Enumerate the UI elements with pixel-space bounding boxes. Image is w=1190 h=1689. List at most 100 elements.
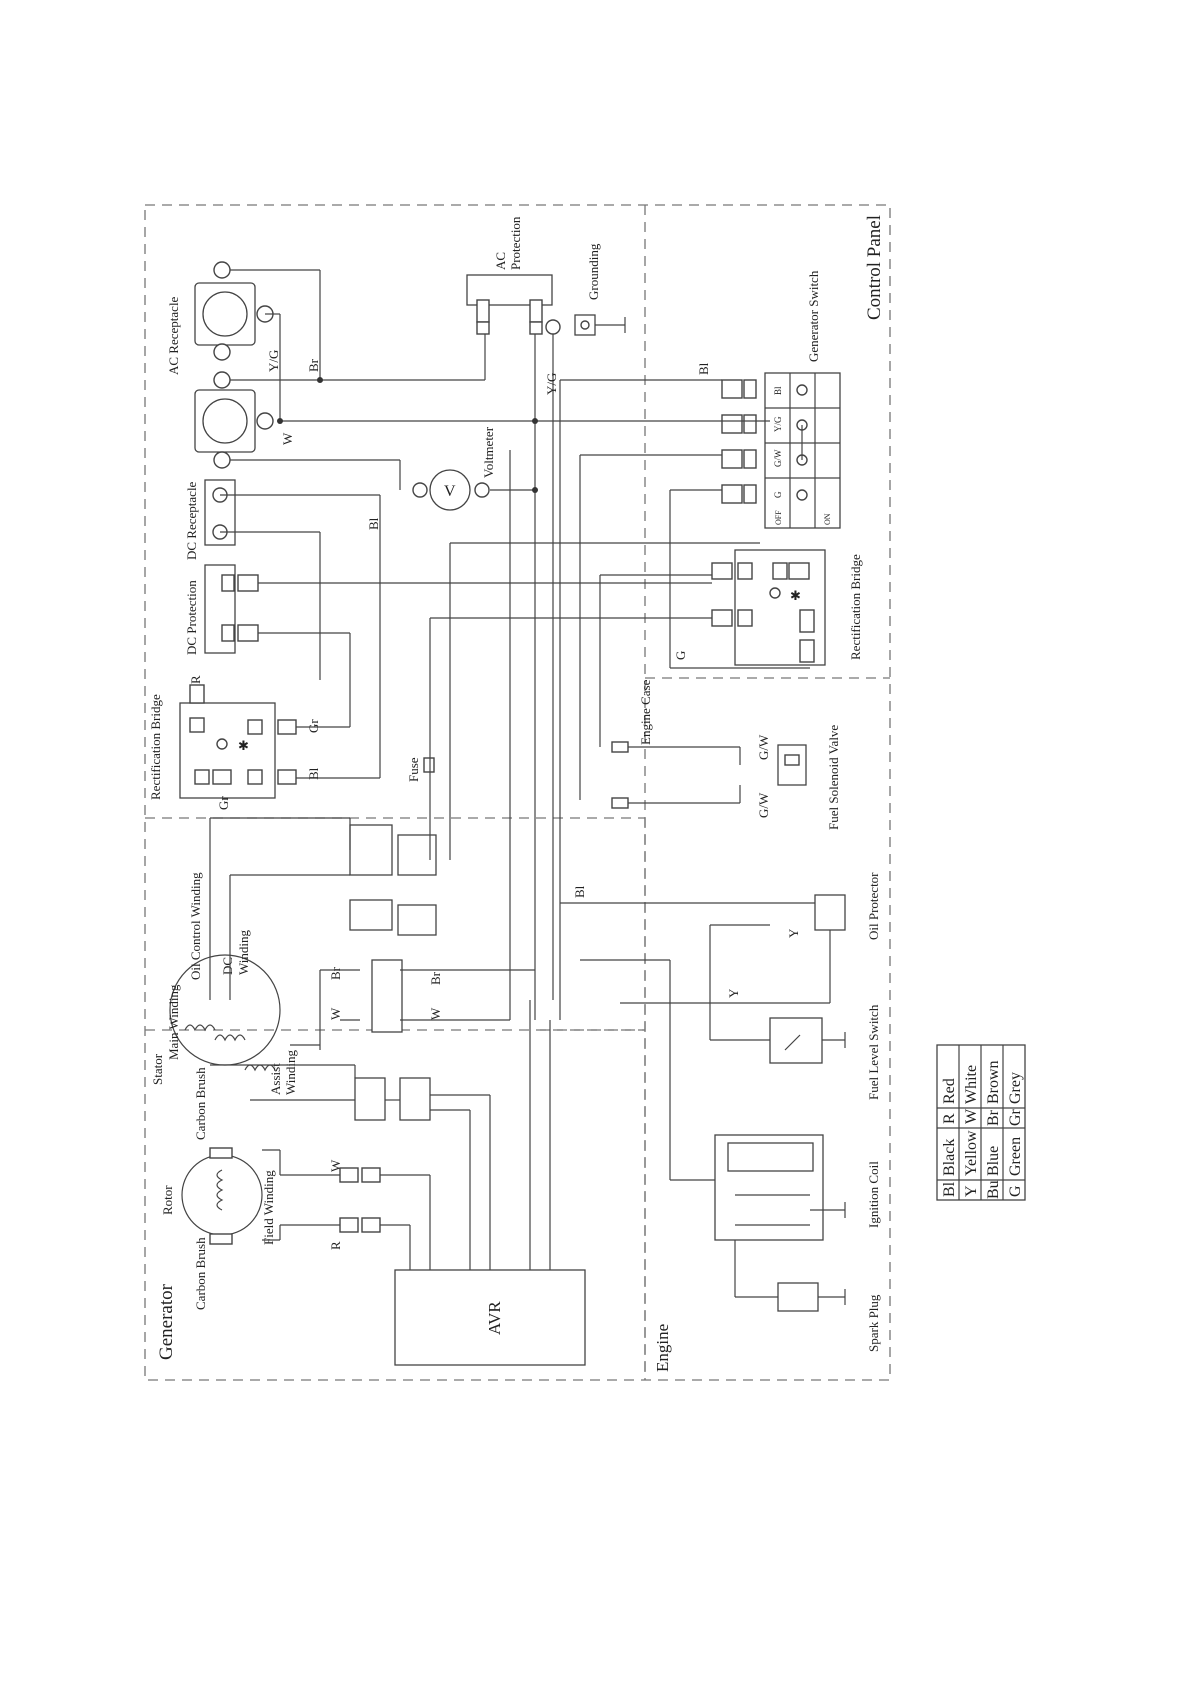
engine-case-connectors	[611, 741, 629, 809]
svg-text:✱: ✱	[238, 738, 249, 753]
ac-protection-label-2: Protection	[508, 216, 523, 270]
field-connectors	[339, 1167, 381, 1233]
dc-receptacle-label: DC Receptacle	[184, 481, 199, 560]
ac-protection-label-1: AC	[493, 252, 508, 270]
assist-winding-label-2: Winding	[283, 1050, 298, 1095]
generator-switch: Bl Y/G G/W G OFF ON	[764, 372, 841, 529]
rotor-label: Rotor	[160, 1185, 175, 1215]
dc-receptacle	[204, 479, 236, 546]
fuel-level-switch	[769, 1017, 846, 1064]
wire-r-1: R	[188, 675, 203, 684]
winding-connectors	[349, 824, 437, 1121]
wire-br-3: Br	[428, 971, 443, 985]
rect-bridge-gen-label: Rectification Bridge	[148, 694, 163, 800]
wire-bl-2: Bl	[696, 362, 711, 375]
wire-g-1: G	[673, 651, 688, 660]
generator-switch-label: Generator Switch	[806, 270, 821, 362]
wire-gw-1: G/W	[756, 734, 771, 760]
legend-code2-4: Gr	[1007, 1108, 1024, 1126]
engine-case-label: Engine Case	[638, 679, 653, 745]
carbon-brush-pos-label: Carbon Brush	[193, 1237, 208, 1310]
oil-control-winding-label: Oil Control Winding	[188, 872, 203, 980]
section-boundaries	[144, 204, 891, 1381]
ignition-coil	[714, 1134, 846, 1241]
fuse	[423, 757, 435, 773]
rect-bridge-panel-label: Rectification Bridge	[848, 554, 863, 660]
legend-name-3: Blue	[985, 1146, 1002, 1176]
voltmeter-symbol: V	[444, 483, 456, 500]
wire-y-2: Y	[726, 988, 741, 998]
wire-yg-1: Y/G	[266, 350, 281, 372]
assist-winding-label-1: Assist	[268, 1063, 283, 1095]
oil-protector	[814, 894, 846, 931]
fuel-solenoid-valve-label: Fuel Solenoid Valve	[826, 725, 841, 830]
legend-name-4: Green	[1007, 1137, 1024, 1176]
dc-protection	[204, 564, 259, 654]
wire-bl-3: Bl	[306, 767, 321, 780]
field-winding-label: Field Winding	[261, 1170, 276, 1245]
grounding-label: Grounding	[586, 243, 601, 300]
grounding-terminal	[545, 314, 626, 336]
legend-code-1: Bl	[941, 1181, 958, 1197]
engine-title: Engine	[653, 1324, 672, 1372]
wire-w-3: W	[428, 1007, 443, 1020]
legend-name2-1: Red	[941, 1078, 958, 1104]
legend-name-1: Black	[941, 1139, 958, 1176]
ac-receptacle-upper	[194, 261, 274, 361]
legend-code2-1: R	[941, 1113, 958, 1124]
legend-name2-2: White	[963, 1065, 980, 1104]
voltmeter: V	[412, 469, 490, 511]
wire-y-1: Y	[786, 928, 801, 938]
legend-code2-3: Br	[985, 1109, 1002, 1126]
wire-w-2: W	[328, 1007, 343, 1020]
svg-text:✱: ✱	[790, 588, 801, 603]
switch-state-on: ON	[823, 513, 832, 525]
switch-col-yg: Y/G	[773, 416, 783, 432]
spark-plug-label: Spark Plug	[866, 1294, 881, 1352]
wire-gw-2: G/W	[756, 792, 771, 818]
ac-protection	[466, 274, 553, 335]
wire-bl-1: Bl	[366, 517, 381, 530]
dc-winding-label-2: Winding	[236, 930, 251, 975]
generator-title: Generator	[156, 1283, 177, 1360]
switch-state-off: OFF	[774, 510, 783, 525]
legend-code-2: Y	[963, 1185, 980, 1197]
stator-label: Stator	[150, 1053, 165, 1085]
avr-label: AVR	[485, 1301, 504, 1335]
fuse-label: Fuse	[406, 757, 421, 782]
legend-code-3: Bu	[985, 1180, 1002, 1199]
legend-code-4: G	[1007, 1185, 1024, 1197]
wire-w-4: W	[328, 1159, 343, 1172]
wires	[209, 269, 831, 1298]
legend-name2-3: Brown	[985, 1060, 1002, 1104]
legend-name-2: Yellow	[963, 1130, 980, 1176]
ignition-coil-label: Ignition Coil	[866, 1161, 881, 1228]
wire-labels: Y/G Br W Bl Y/G Bl G Gr Bl Gr R G/W G/W …	[188, 350, 801, 1250]
ac-receptacle-lower	[194, 371, 274, 469]
ac-receptacle-label: AC Receptacle	[166, 296, 181, 375]
spark-plug	[777, 1282, 846, 1312]
wire-bl-4: Bl	[572, 885, 587, 898]
wire-yg-2: Y/G	[544, 373, 559, 395]
legend-code2-2: W	[963, 1108, 980, 1124]
wire-gr-1: Gr	[306, 719, 321, 733]
rotor	[181, 1147, 263, 1245]
rectification-bridge-panel: ✱	[711, 549, 826, 666]
switch-col-gw: G/W	[773, 449, 783, 467]
oil-protector-label: Oil Protector	[866, 872, 881, 940]
fuel-solenoid-valve	[777, 744, 807, 786]
main-winding-label: Main Winding	[166, 984, 181, 1060]
dc-winding-label-1: DC	[220, 957, 235, 975]
color-legend: Bl Black R Red Y Yellow W White Bu Blue …	[936, 1044, 1026, 1201]
wire-br-2: Br	[328, 966, 343, 980]
control-panel-title: Control Panel	[864, 215, 885, 320]
switch-connectors	[721, 379, 757, 504]
voltmeter-label: Voltmeter	[481, 426, 496, 478]
dc-protection-label: DC Protection	[184, 580, 199, 655]
avr: AVR	[394, 1269, 586, 1366]
rectification-bridge-generator: ✱	[179, 684, 297, 799]
section-titles: Control Panel Generator Engine	[156, 215, 885, 1372]
wire-w-1: W	[280, 432, 295, 445]
